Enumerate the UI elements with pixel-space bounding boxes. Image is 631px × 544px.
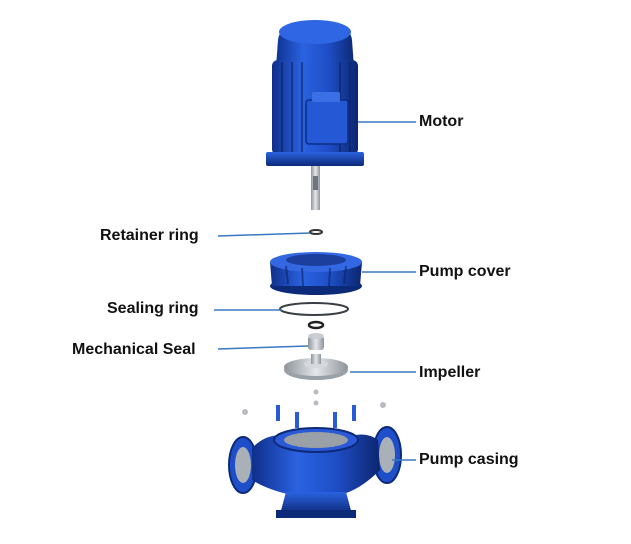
bolts-part [242,390,386,429]
retainer-ring-part [310,230,322,234]
retainer-ring-leader [218,233,310,236]
impeller-part [284,354,348,380]
pump-cover-part [270,252,362,295]
retainer-ring-label: Retainer ring [100,227,199,245]
motor-part [266,20,364,210]
pump-casing-part [229,427,401,518]
sealing-ring-part [280,303,348,315]
pump-casing-label: Pump casing [419,451,519,469]
mechanical-seal-label: Mechanical Seal [72,341,196,359]
pump-cover-label: Pump cover [419,263,511,281]
impeller-label: Impeller [419,364,480,382]
sealing-ring-label: Sealing ring [107,300,199,318]
motor-label: Motor [419,113,463,131]
mechanical-seal-part [308,322,324,350]
mechanical-seal-leader [218,346,308,349]
